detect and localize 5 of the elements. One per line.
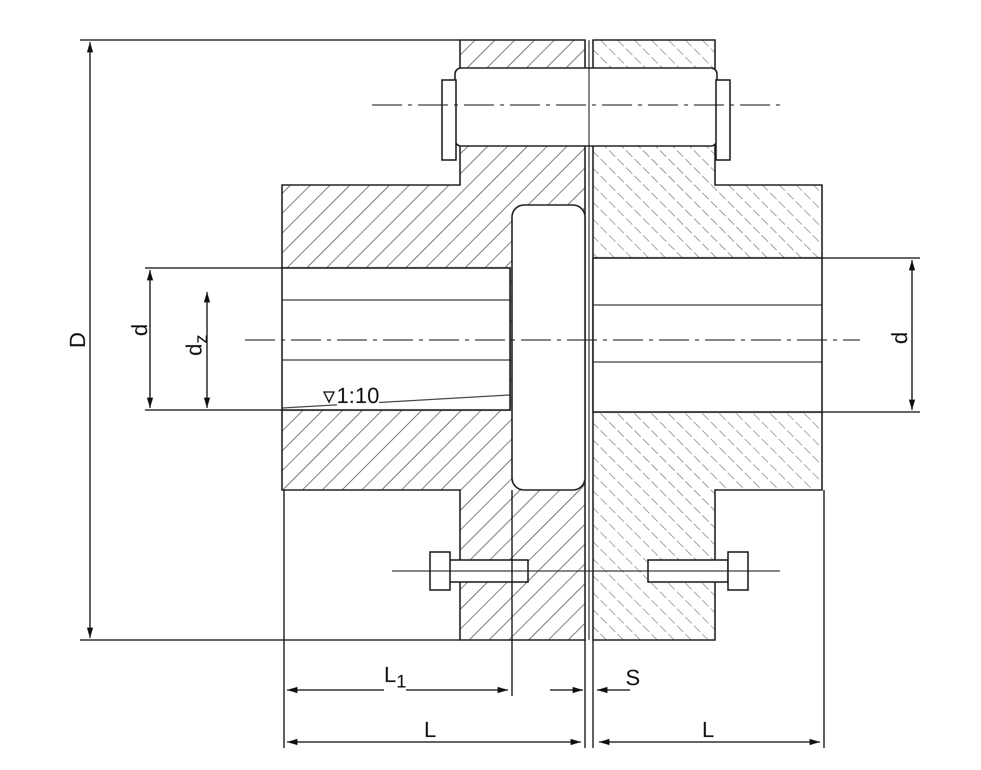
dimension-label: D xyxy=(66,332,89,348)
dimension-label: 1:10 xyxy=(336,385,380,407)
dimension-label: d xyxy=(889,332,912,344)
dimension-label: L$_{1}$ xyxy=(384,664,406,692)
dimension-label: d xyxy=(129,324,152,336)
